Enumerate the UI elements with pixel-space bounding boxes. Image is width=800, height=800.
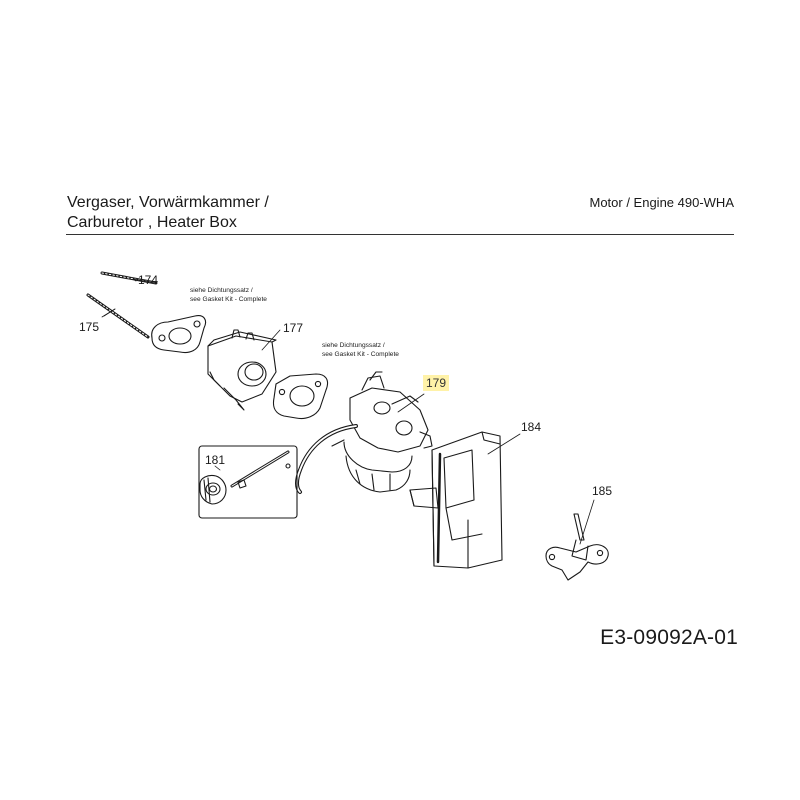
- callout-185[interactable]: 185: [592, 484, 613, 498]
- gasket-note-2: siehe Dichtungssatz / see Gasket Kit - C…: [322, 342, 399, 359]
- callout-175[interactable]: 175: [79, 320, 100, 334]
- gasket-note-1-en: see Gasket Kit - Complete: [190, 295, 267, 303]
- callout-177[interactable]: 177: [283, 321, 304, 335]
- gasket-note-2-en: see Gasket Kit - Complete: [322, 350, 399, 358]
- part-185-bracket[interactable]: [546, 514, 608, 580]
- gasket-note-1-de: siehe Dichtungssatz /: [190, 287, 253, 294]
- part-174-stud[interactable]: [102, 273, 156, 283]
- part-177-heater-box[interactable]: [208, 330, 276, 410]
- engine-model: Motor / Engine 490-WHA: [589, 195, 734, 210]
- part-181-inset[interactable]: [199, 446, 297, 518]
- leader-lines: [104, 279, 594, 544]
- title-english: Carburetor , Heater Box: [67, 214, 237, 231]
- callout-179[interactable]: 179: [423, 375, 450, 391]
- document-code: E3-09092A-01: [600, 626, 738, 649]
- gasket-note-1: siehe Dichtungssatz / see Gasket Kit - C…: [190, 287, 267, 304]
- title-german: Vergaser, Vorwärmkammer /: [67, 194, 269, 211]
- gasket-1: [152, 316, 206, 353]
- part-179-carburetor[interactable]: [332, 372, 432, 492]
- part-184-heater-plate[interactable]: [410, 432, 502, 568]
- callout-181[interactable]: 181: [205, 453, 226, 467]
- header-rule: [66, 234, 734, 235]
- callout-174[interactable]: 174: [138, 273, 159, 287]
- callout-184[interactable]: 184: [521, 420, 542, 434]
- gasket-2: [273, 374, 327, 419]
- gasket-note-2-de: siehe Dichtungssatz /: [322, 342, 385, 349]
- fuel-line: [297, 426, 356, 492]
